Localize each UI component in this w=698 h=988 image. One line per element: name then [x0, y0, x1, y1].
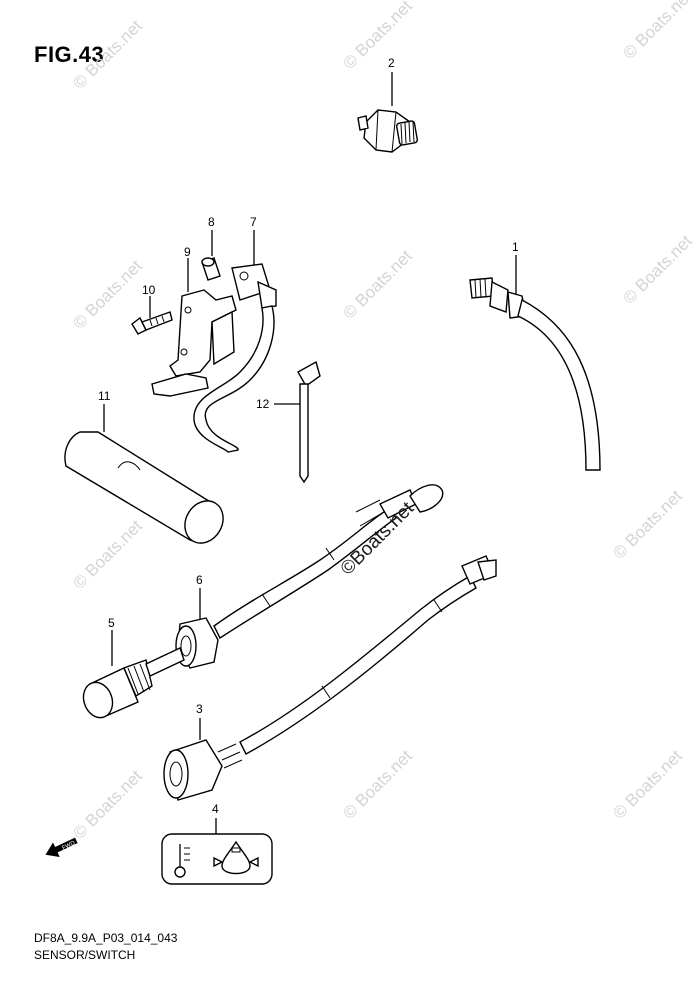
fwd-label: FWD	[61, 840, 77, 851]
part-3-grommet-with-harness	[163, 555, 497, 801]
watermark: © Boats.net	[69, 516, 146, 593]
oil-drop-icon	[213, 840, 259, 875]
fwd-arrow-icon: FWD	[45, 837, 78, 857]
callout-8: 8	[208, 215, 215, 229]
watermark: © Boats.net	[69, 766, 146, 843]
callout-12: 12	[256, 397, 270, 411]
callout-6: 6	[196, 573, 203, 587]
watermark: © Boats.net	[619, 231, 696, 308]
part-10-bolt	[131, 296, 173, 335]
watermark: © Boats.net	[609, 486, 686, 563]
callout-4: 4	[212, 802, 219, 816]
watermark: © Boats.net	[69, 16, 146, 93]
callout-5: 5	[108, 616, 115, 630]
callout-11: 11	[98, 389, 111, 403]
part-8-collar	[201, 230, 221, 281]
thermometer-icon	[174, 844, 190, 878]
callout-1: 1	[512, 240, 519, 254]
part-7-sensor-with-lead	[193, 230, 277, 453]
watermark: © Boats.net	[609, 746, 686, 823]
figure-title: FIG.43	[34, 42, 105, 67]
watermark: © Boats.net	[339, 746, 416, 823]
callout-7: 7	[250, 215, 257, 229]
part-2-oil-pressure-switch	[357, 72, 418, 153]
figure-caption: SENSOR/SWITCH	[34, 948, 136, 962]
watermark: © Boats.net	[339, 0, 416, 73]
part-11-protective-sleeve	[64, 404, 224, 544]
part-9-bracket	[151, 258, 237, 397]
watermark: © Boats.net	[619, 0, 696, 63]
part-4-indicator-label-plate	[161, 818, 273, 885]
watermark: © Boats.net	[339, 246, 416, 323]
part-6-grommet	[175, 588, 219, 669]
callout-3: 3	[196, 702, 203, 716]
callout-layer: 1 2 3 4 5 6 7 8 9 10 11 12	[98, 56, 519, 816]
callout-10: 10	[142, 283, 156, 297]
part-12-cable-tie	[274, 360, 321, 484]
drawing-code: DF8A_9.9A_P03_014_043	[34, 931, 178, 945]
callout-9: 9	[184, 245, 191, 259]
part-1-temperature-sensor	[469, 255, 601, 471]
part-5-switch-with-harness	[82, 484, 444, 719]
callout-2: 2	[388, 56, 395, 70]
